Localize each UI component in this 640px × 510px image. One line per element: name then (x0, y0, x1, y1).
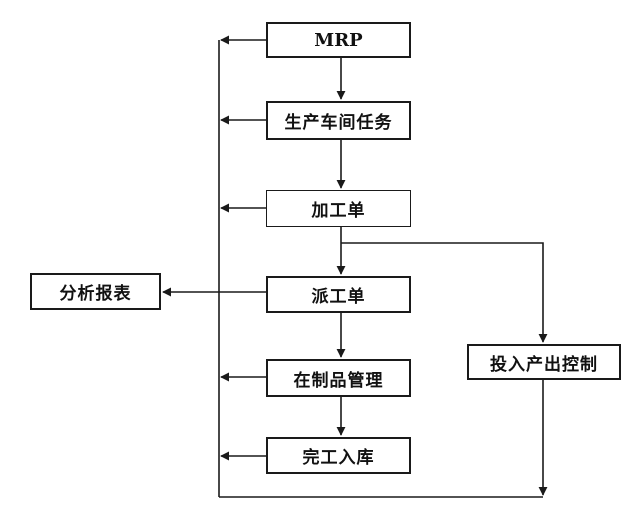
node-workshop-task: 生产车间任务 (266, 101, 411, 140)
node-process-order: 加工单 (266, 190, 411, 227)
arrow-to-io-control (341, 242, 548, 343)
node-dispatch-order: 派工单 (266, 276, 411, 313)
node-analysis-report: 分析报表 (30, 273, 161, 310)
node-io-control: 投入产出控制 (467, 344, 621, 380)
node-wip-management: 在制品管理 (266, 359, 411, 397)
node-mrp: MRP (266, 22, 411, 58)
node-finished-storage: 完工入库 (266, 437, 411, 474)
